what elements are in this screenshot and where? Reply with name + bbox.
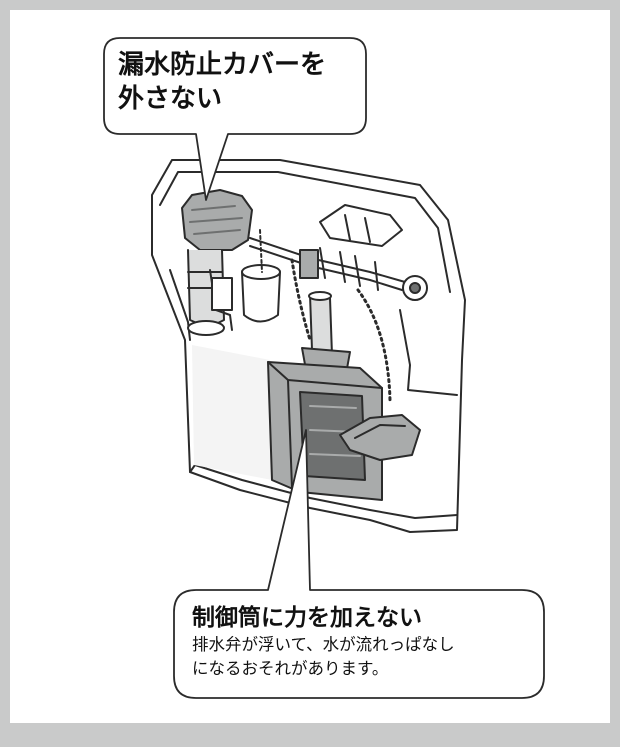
- callout-top-line1: 漏水防止カバーを: [118, 50, 327, 80]
- top-bracket: [299, 204, 403, 279]
- callout-bottom-line1: 排水弁が浮いて、水が流れっぱなし: [192, 635, 455, 654]
- side-arm: [339, 414, 421, 461]
- callout-bottom-text: 制御筒に力を加えない 排水弁が浮いて、水が流れっぱなし になるおそれがあります。: [174, 590, 544, 698]
- diagram-panel: 漏水防止カバーを 外さない 制御筒に力を加えない 排水弁が浮いて、水が流れっぱな…: [10, 10, 610, 723]
- callout-top-text: 漏水防止カバーを 外さない: [104, 38, 366, 134]
- callout-bottom-line2: になるおそれがあります。: [192, 659, 389, 678]
- tank-rim: [159, 171, 451, 293]
- callout-bottom-bubble: [173, 429, 545, 699]
- float-cup: [241, 229, 281, 323]
- callout-top-line2: 外さない: [118, 84, 223, 114]
- toilet-tank-illustration: [103, 37, 545, 699]
- callout-top-bubble: [103, 37, 367, 201]
- lever-arm: [249, 237, 428, 301]
- chain-right: [356, 288, 392, 402]
- chain-left: [290, 258, 312, 342]
- callout-bottom-headline: 制御筒に力を加えない: [192, 605, 422, 631]
- flush-valve-box: [267, 361, 383, 501]
